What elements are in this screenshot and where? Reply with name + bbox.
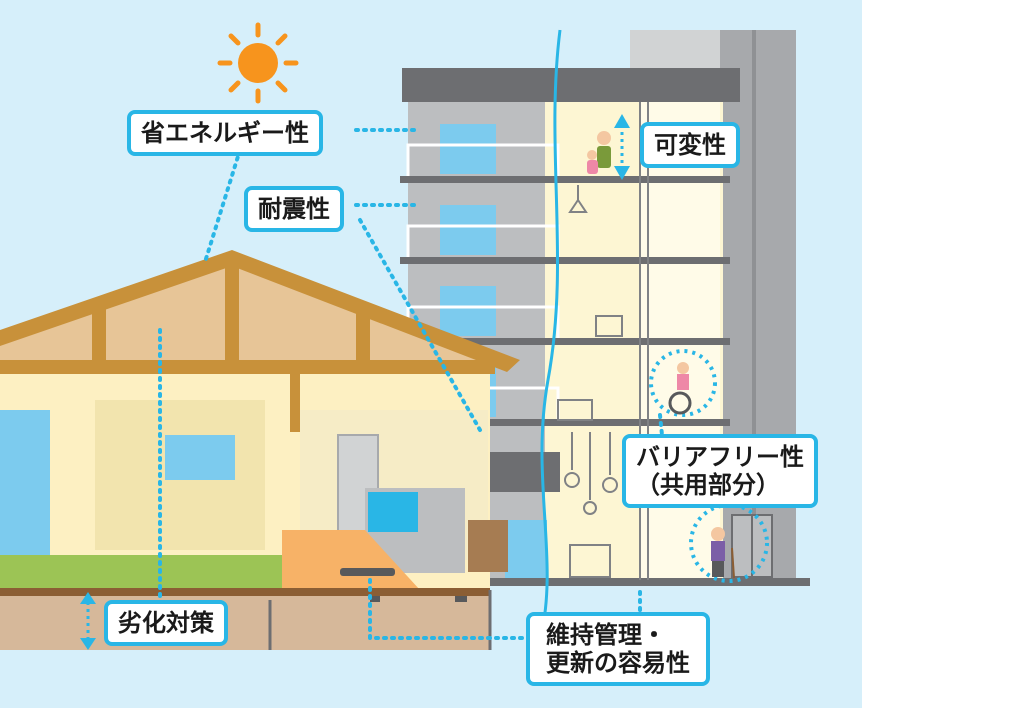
label-barrier-free-line2: （共用部分） bbox=[636, 471, 780, 499]
family-icon bbox=[587, 131, 611, 174]
wooden-house bbox=[0, 250, 520, 650]
connector-lines bbox=[158, 128, 732, 640]
label-adaptability: 可変性 bbox=[640, 122, 740, 168]
label-barrier-free-line1: バリアフリー性 bbox=[636, 443, 804, 471]
label-deterioration-countermeasures: 劣化対策 bbox=[104, 600, 228, 646]
label-maintenance-line1: 維持管理・ bbox=[546, 621, 666, 649]
sun-icon bbox=[217, 22, 299, 104]
label-maintenance-ease: 維持管理・ 更新の容易性 bbox=[526, 612, 710, 686]
label-maintenance-line2: 更新の容易性 bbox=[546, 649, 690, 677]
label-barrier-free: バリアフリー性 （共用部分） bbox=[622, 434, 818, 508]
adaptability-arrow-icon bbox=[614, 114, 630, 180]
label-energy-efficiency: 省エネルギー性 bbox=[127, 110, 323, 156]
label-seismic-resistance: 耐震性 bbox=[244, 186, 344, 232]
wheelchair-user-icon bbox=[649, 349, 717, 417]
